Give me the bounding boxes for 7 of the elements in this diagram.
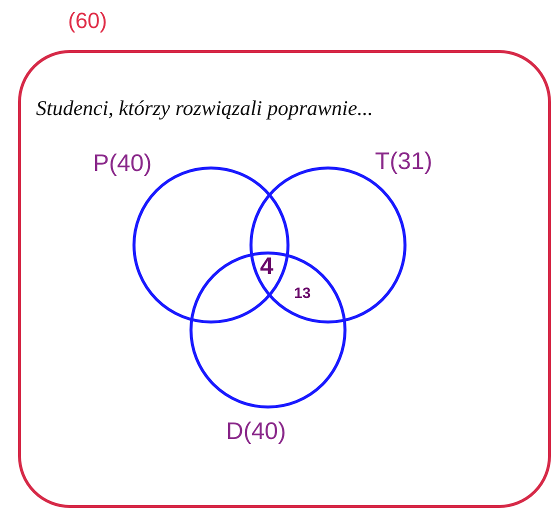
set-label: D(40) bbox=[226, 420, 286, 444]
total-count: (60) bbox=[68, 10, 108, 32]
region-count: 13 bbox=[294, 286, 311, 301]
set-label: P(40) bbox=[93, 152, 152, 176]
region-count: 4 bbox=[260, 255, 274, 279]
set-label: T(31) bbox=[375, 150, 432, 174]
frame-title: Studenci, którzy rozwiązali poprawnie... bbox=[36, 98, 373, 119]
